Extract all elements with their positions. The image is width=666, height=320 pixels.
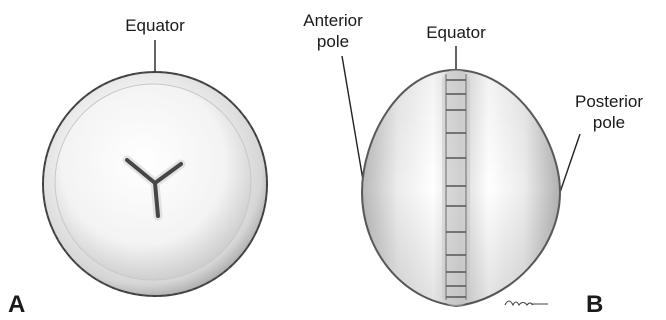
panel-a: Equator A [8, 16, 267, 318]
artist-signature [505, 301, 548, 305]
panel-b-letter: B [586, 291, 603, 318]
equatorial-band [442, 70, 470, 306]
panel-a-equator-label: Equator [125, 16, 185, 35]
panel-b-equator-label: Equator [426, 23, 486, 42]
anterior-pole-leader [342, 56, 364, 186]
panel-a-letter: A [8, 291, 25, 318]
anterior-pole-label-line2: pole [317, 32, 349, 51]
panel-b: Equator Anterior pole Posterior pole [303, 11, 643, 318]
anterior-pole-label-line1: Anterior [303, 11, 363, 30]
posterior-pole-label-line1: Posterior [575, 92, 643, 111]
posterior-pole-label-line2: pole [593, 113, 625, 132]
